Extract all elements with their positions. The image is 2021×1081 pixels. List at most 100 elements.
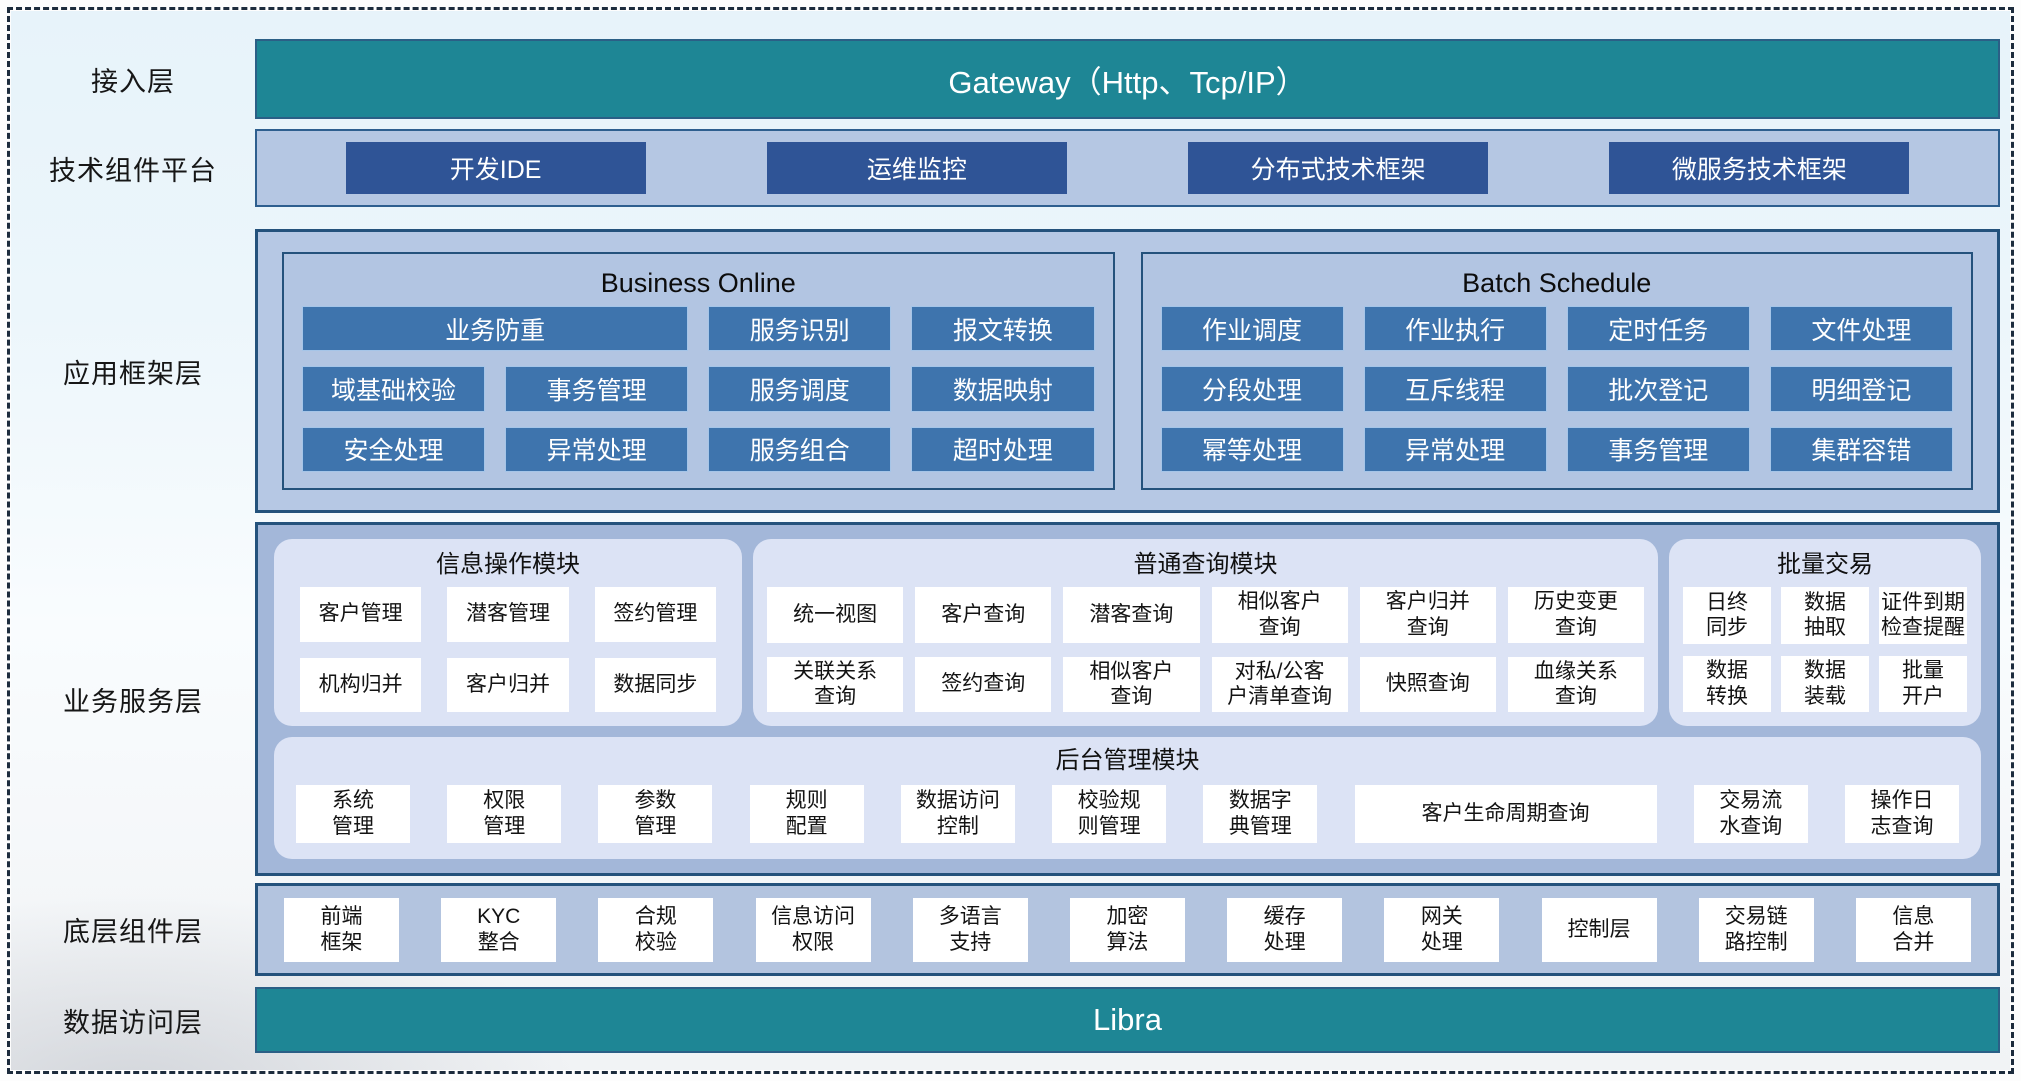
layer-app-label: 应用框架层 [63, 358, 203, 389]
query-item: 关联关系 查询 [767, 656, 904, 712]
gateway-bar: Gateway（Http、Tcp/IP） [255, 39, 2000, 119]
trade-module-grid: 日终 同步 数据 抽取 证件到期 检查提醒 数据 转换 数据 装载 批量 开户 [1683, 585, 1967, 712]
trade-item: 证件到期 检查提醒 [1879, 587, 1967, 644]
batch-item: 幂等处理 [1160, 426, 1344, 472]
layer-access: 接入层 Gateway（Http、Tcp/IP） [11, 39, 2000, 119]
trade-item: 数据 抽取 [1781, 587, 1869, 644]
admin-item: 权限 管理 [447, 785, 562, 843]
info-item: 机构归并 [300, 657, 422, 712]
query-item: 潜客查询 [1063, 587, 1200, 643]
layer-tech: 技术组件平台 开发IDE 运维监控 分布式技术框架 微服务技术框架 [11, 129, 2000, 207]
batch-item: 文件处理 [1769, 306, 1953, 352]
admin-item: 交易流 水查询 [1693, 785, 1808, 843]
info-item: 客户管理 [300, 587, 422, 642]
layer-access-content: Gateway（Http、Tcp/IP） [255, 39, 2000, 119]
batch-item: 定时任务 [1566, 306, 1750, 352]
admin-item: 参数 管理 [598, 785, 713, 843]
query-module-grid: 统一视图 客户查询 潜客查询 相似客户 查询 客户归并 查询 历史变更 查询 关… [767, 585, 1644, 712]
batch-schedule-title: Batch Schedule [1462, 268, 1652, 298]
base-item: 信息 合并 [1855, 897, 1971, 962]
query-item: 统一视图 [767, 587, 904, 643]
layer-stack: 接入层 Gateway（Http、Tcp/IP） 技术组件平台 开发IDE 运维… [11, 11, 2010, 1070]
base-item: 加密 算法 [1069, 897, 1185, 962]
layer-app-framework: 应用框架层 Business Online 业务防重 服务识别 报文转换 域基础… [11, 229, 2000, 513]
base-item: KYC 整合 [441, 897, 557, 962]
admin-item: 数据访问 控制 [900, 785, 1015, 843]
query-item: 相似客户 查询 [1211, 587, 1348, 643]
online-item: 异常处理 [505, 426, 689, 472]
online-item: 域基础校验 [302, 366, 486, 412]
query-item: 血缘关系 查询 [1507, 656, 1644, 712]
layer-business-service: 业务服务层 信息操作模块 客户管理 潜客管理 签约管理 机构归并 客户归并 [11, 522, 2000, 876]
business-online-grid: 业务防重 服务识别 报文转换 域基础校验 事务管理 服务调度 数据映射 安全处理… [302, 306, 1095, 472]
layer-app-content: Business Online 业务防重 服务识别 报文转换 域基础校验 事务管… [255, 229, 2000, 513]
online-item: 业务防重 [302, 306, 689, 352]
layer-biz-label: 业务服务层 [63, 686, 203, 717]
base-item: 信息访问 权限 [755, 897, 871, 962]
layer-dal-label: 数据访问层 [63, 1007, 203, 1038]
batch-item: 异常处理 [1363, 426, 1547, 472]
admin-item: 规则 配置 [749, 785, 864, 843]
info-module-title: 信息操作模块 [436, 551, 580, 578]
admin-item: 操作日 志查询 [1844, 785, 1959, 843]
batch-item: 批次登记 [1566, 366, 1750, 412]
common-query-module: 普通查询模块 统一视图 客户查询 潜客查询 相似客户 查询 客户归并 查询 历史… [753, 539, 1658, 726]
batch-item: 集群容错 [1769, 426, 1953, 472]
admin-module: 后台管理模块 系统 管理 权限 管理 参数 管理 规则 配置 数据访问 控制 校… [274, 737, 1981, 859]
base-item: 缓存 处理 [1227, 897, 1343, 962]
base-item: 网关 处理 [1384, 897, 1500, 962]
online-item: 服务识别 [708, 306, 892, 352]
layer-data-access: 数据访问层 Libra [11, 987, 2000, 1053]
base-item: 控制层 [1541, 897, 1657, 962]
business-service-box: 信息操作模块 客户管理 潜客管理 签约管理 机构归并 客户归并 数据同步 [255, 522, 2000, 876]
query-item: 客户归并 查询 [1359, 587, 1496, 643]
layer-tech-label: 技术组件平台 [49, 155, 217, 186]
layer-app-gutter: 应用框架层 [11, 229, 255, 513]
info-item: 潜客管理 [447, 587, 569, 642]
layer-access-gutter: 接入层 [11, 39, 255, 119]
layer-base-gutter: 底层组件层 [11, 883, 255, 976]
info-module-grid: 客户管理 潜客管理 签约管理 机构归并 客户归并 数据同步 [288, 585, 728, 712]
query-item: 快照查询 [1359, 656, 1496, 712]
tech-item-ops-monitor: 运维监控 [766, 142, 1067, 194]
batch-trade-module: 批量交易 日终 同步 数据 抽取 证件到期 检查提醒 数据 转换 数据 装载 批… [1669, 539, 1981, 726]
trade-item: 批量 开户 [1879, 655, 1967, 712]
admin-module-row: 系统 管理 权限 管理 参数 管理 规则 配置 数据访问 控制 校验规 则管理 … [288, 779, 1967, 849]
admin-item: 校验规 则管理 [1052, 785, 1167, 843]
batch-schedule-panel: Batch Schedule 作业调度 作业执行 定时任务 文件处理 分段处理 … [1140, 252, 1973, 490]
batch-item: 互斥线程 [1363, 366, 1547, 412]
layer-tech-gutter: 技术组件平台 [11, 129, 255, 207]
layer-biz-gutter: 业务服务层 [11, 522, 255, 876]
layer-tech-content: 开发IDE 运维监控 分布式技术框架 微服务技术框架 [255, 129, 2000, 207]
trade-item: 数据 转换 [1683, 655, 1771, 712]
layer-dal-gutter: 数据访问层 [11, 987, 255, 1053]
online-item: 数据映射 [911, 366, 1095, 412]
layer-biz-content: 信息操作模块 客户管理 潜客管理 签约管理 机构归并 客户归并 数据同步 [255, 522, 2000, 876]
app-framework-box: Business Online 业务防重 服务识别 报文转换 域基础校验 事务管… [255, 229, 2000, 513]
admin-item-customer-lifecycle: 客户生命周期查询 [1354, 785, 1657, 843]
admin-item: 数据字 典管理 [1203, 785, 1318, 843]
layer-base-label: 底层组件层 [63, 917, 203, 947]
online-item: 超时处理 [911, 426, 1095, 472]
info-item: 客户归并 [447, 657, 569, 712]
query-item: 历史变更 查询 [1507, 587, 1644, 643]
trade-module-title: 批量交易 [1777, 551, 1873, 578]
base-components-box: 前端 框架 KYC 整合 合规 校验 信息访问 权限 多语言 支持 加密 算法 … [255, 883, 2000, 976]
base-item: 交易链 路控制 [1698, 897, 1814, 962]
business-online-title: Business Online [600, 268, 796, 298]
tech-item-distributed-framework: 分布式技术框架 [1188, 142, 1489, 194]
modules-row: 信息操作模块 客户管理 潜客管理 签约管理 机构归并 客户归并 数据同步 [274, 539, 1981, 726]
info-item: 签约管理 [594, 587, 716, 642]
layer-base-content: 前端 框架 KYC 整合 合规 校验 信息访问 权限 多语言 支持 加密 算法 … [255, 883, 2000, 976]
batch-schedule-grid: 作业调度 作业执行 定时任务 文件处理 分段处理 互斥线程 批次登记 明细登记 … [1160, 306, 1953, 472]
layer-access-label: 接入层 [91, 66, 175, 97]
online-item: 服务组合 [708, 426, 892, 472]
base-item: 前端 框架 [284, 897, 399, 962]
batch-item: 分段处理 [1160, 366, 1344, 412]
batch-item: 作业调度 [1160, 306, 1344, 352]
query-item: 客户查询 [915, 587, 1052, 643]
trade-item: 日终 同步 [1683, 587, 1771, 644]
query-module-title: 普通查询模块 [1133, 551, 1278, 578]
batch-item: 作业执行 [1363, 306, 1547, 352]
